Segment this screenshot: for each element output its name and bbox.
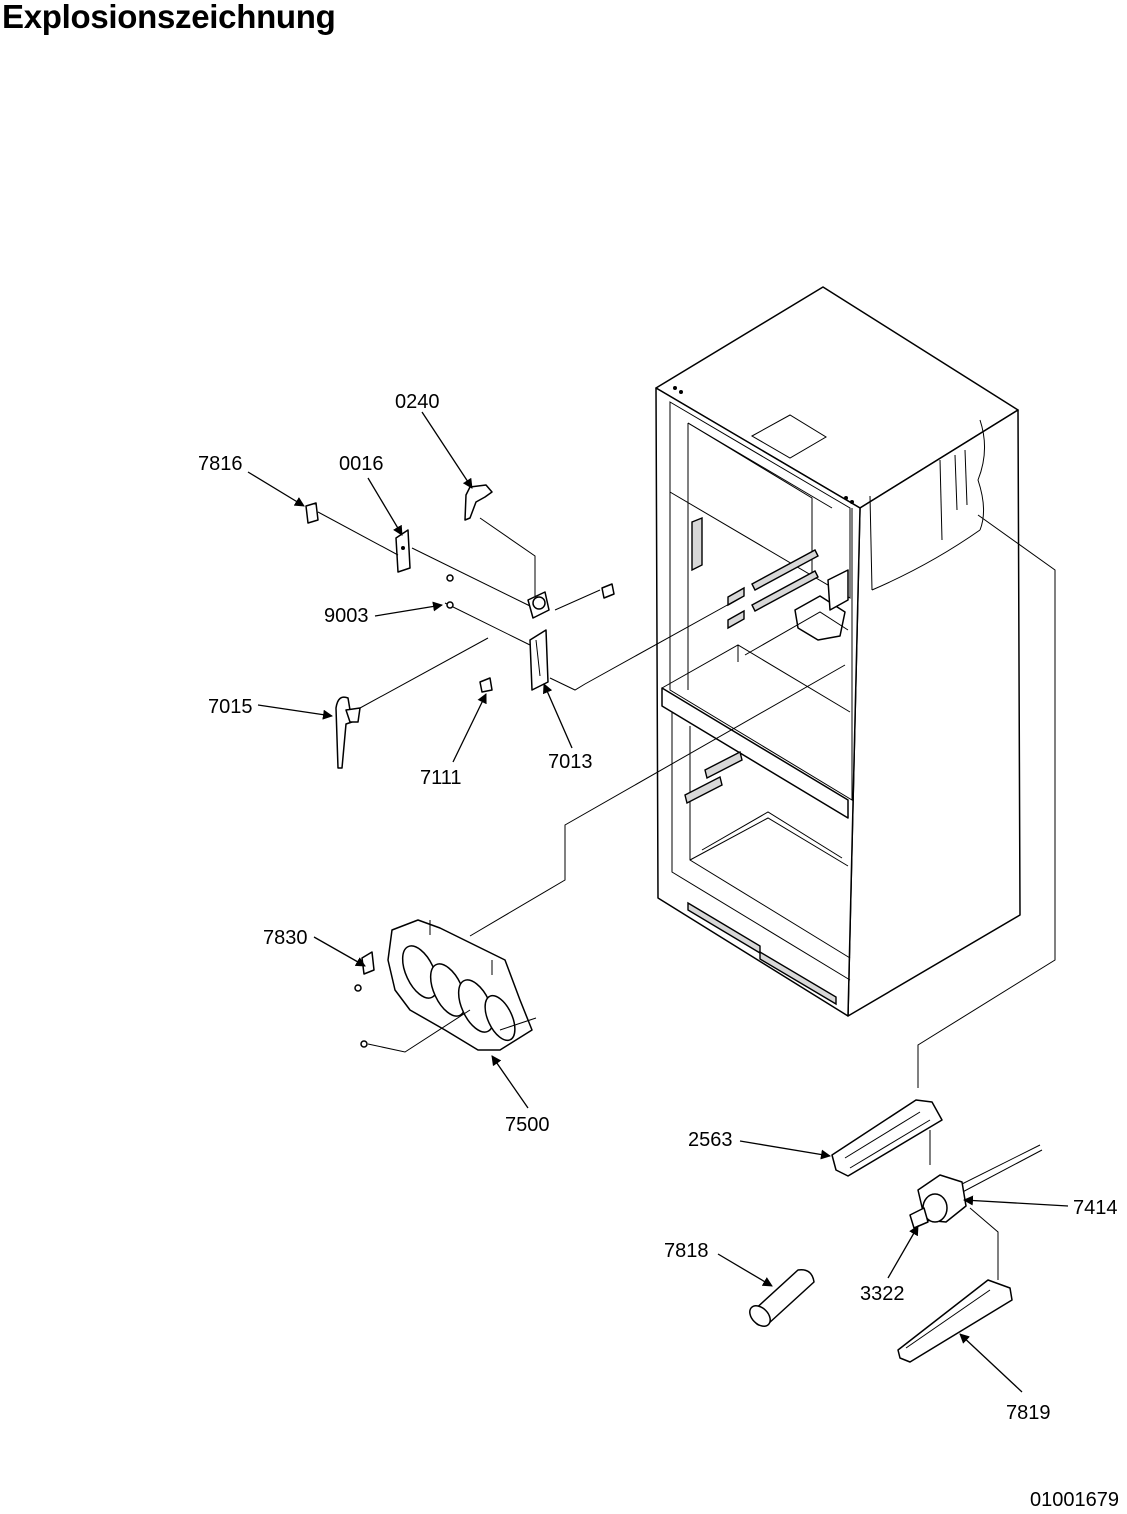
label-0240: 0240 <box>395 391 440 413</box>
label-7830: 7830 <box>263 927 308 949</box>
label-7819: 7819 <box>1006 1402 1051 1424</box>
part-3322-sensor <box>909 1207 929 1229</box>
part-7500-heater <box>361 919 537 1051</box>
part-7015-tube <box>335 696 361 769</box>
label-7111: 7111 <box>420 767 462 789</box>
label-7015: 7015 <box>208 696 253 718</box>
part-2563-bracket <box>831 1099 943 1177</box>
label-3322: 3322 <box>860 1283 905 1305</box>
part-7111-screw <box>479 677 493 693</box>
part-7013-housing <box>527 591 550 691</box>
part-7819-tray <box>897 1279 1013 1363</box>
page-title: Explosionszeichnung <box>2 0 336 35</box>
part-0016-bracket <box>395 529 411 573</box>
label-9003: 9003 <box>324 605 369 627</box>
part-7414-thermostat <box>917 1144 1043 1223</box>
label-2563: 2563 <box>688 1129 733 1151</box>
refrigerator-cabinet <box>655 286 1021 1017</box>
part-7816-clip <box>305 502 319 524</box>
part-9003-rods <box>411 547 531 646</box>
label-0016: 0016 <box>339 453 384 475</box>
label-7816: 7816 <box>198 453 243 475</box>
label-7013: 7013 <box>548 751 593 773</box>
label-7414: 7414 <box>1073 1197 1118 1219</box>
drawing-number: 01001679 <box>1030 1489 1119 1511</box>
part-screw <box>601 583 615 599</box>
part-0240-cover <box>464 484 493 521</box>
label-7818: 7818 <box>664 1240 709 1262</box>
part-7818-filter <box>749 1269 815 1327</box>
label-7500: 7500 <box>505 1114 550 1136</box>
